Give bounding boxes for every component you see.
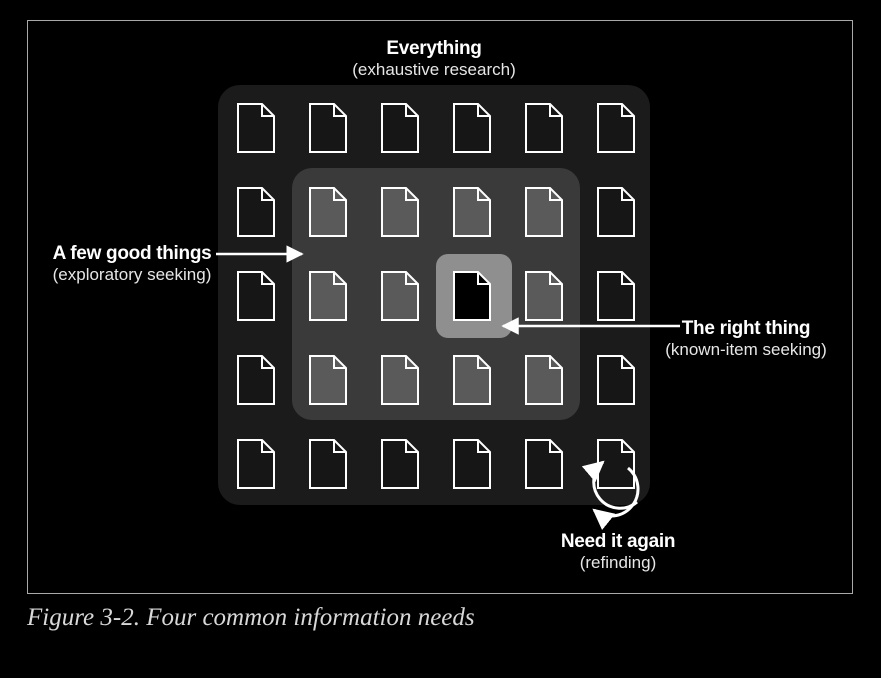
right-thing-document-icon	[453, 271, 491, 321]
figure-frame	[27, 20, 853, 594]
need-again-title: Need it again	[560, 531, 676, 552]
document-icon	[525, 187, 563, 237]
document-icon	[309, 187, 347, 237]
figure-caption: Figure 3-2. Four common information need…	[27, 604, 475, 631]
document-icon	[309, 439, 347, 489]
document-icon	[381, 439, 419, 489]
document-icon	[453, 103, 491, 153]
few-good-things-subtitle: (exploratory seeking)	[52, 264, 212, 284]
document-icon	[237, 355, 275, 405]
document-icon	[381, 355, 419, 405]
document-icon	[453, 187, 491, 237]
document-icon	[309, 355, 347, 405]
document-icon	[525, 439, 563, 489]
right-thing-label: The right thing (known-item seeking)	[656, 318, 836, 359]
refinding-cycle-icon	[581, 460, 640, 531]
document-icon	[597, 187, 635, 237]
everything-label: Everything (exhaustive research)	[338, 38, 530, 79]
document-grid	[237, 103, 635, 489]
right-thing-subtitle: (known-item seeking)	[665, 339, 827, 359]
document-icon	[237, 271, 275, 321]
document-icon	[597, 271, 635, 321]
document-icon	[597, 103, 635, 153]
document-icon	[381, 103, 419, 153]
few-good-things-label: A few good things (exploratory seeking)	[36, 243, 228, 284]
document-icon	[309, 103, 347, 153]
document-icon	[453, 355, 491, 405]
document-icon	[597, 439, 635, 489]
document-icon	[381, 187, 419, 237]
need-again-label: Need it again (refinding)	[540, 531, 696, 572]
document-icon	[597, 355, 635, 405]
everything-subtitle: (exhaustive research)	[352, 59, 516, 79]
document-icon	[453, 439, 491, 489]
document-icon	[525, 103, 563, 153]
document-icon	[525, 355, 563, 405]
document-icon	[381, 271, 419, 321]
document-icon	[237, 439, 275, 489]
few-good-things-title: A few good things	[52, 243, 212, 264]
need-again-subtitle: (refinding)	[579, 552, 657, 572]
document-icon	[237, 103, 275, 153]
document-icon	[309, 271, 347, 321]
document-icon	[525, 271, 563, 321]
document-icon	[237, 187, 275, 237]
everything-title: Everything	[386, 38, 482, 59]
right-thing-title: The right thing	[681, 318, 811, 339]
